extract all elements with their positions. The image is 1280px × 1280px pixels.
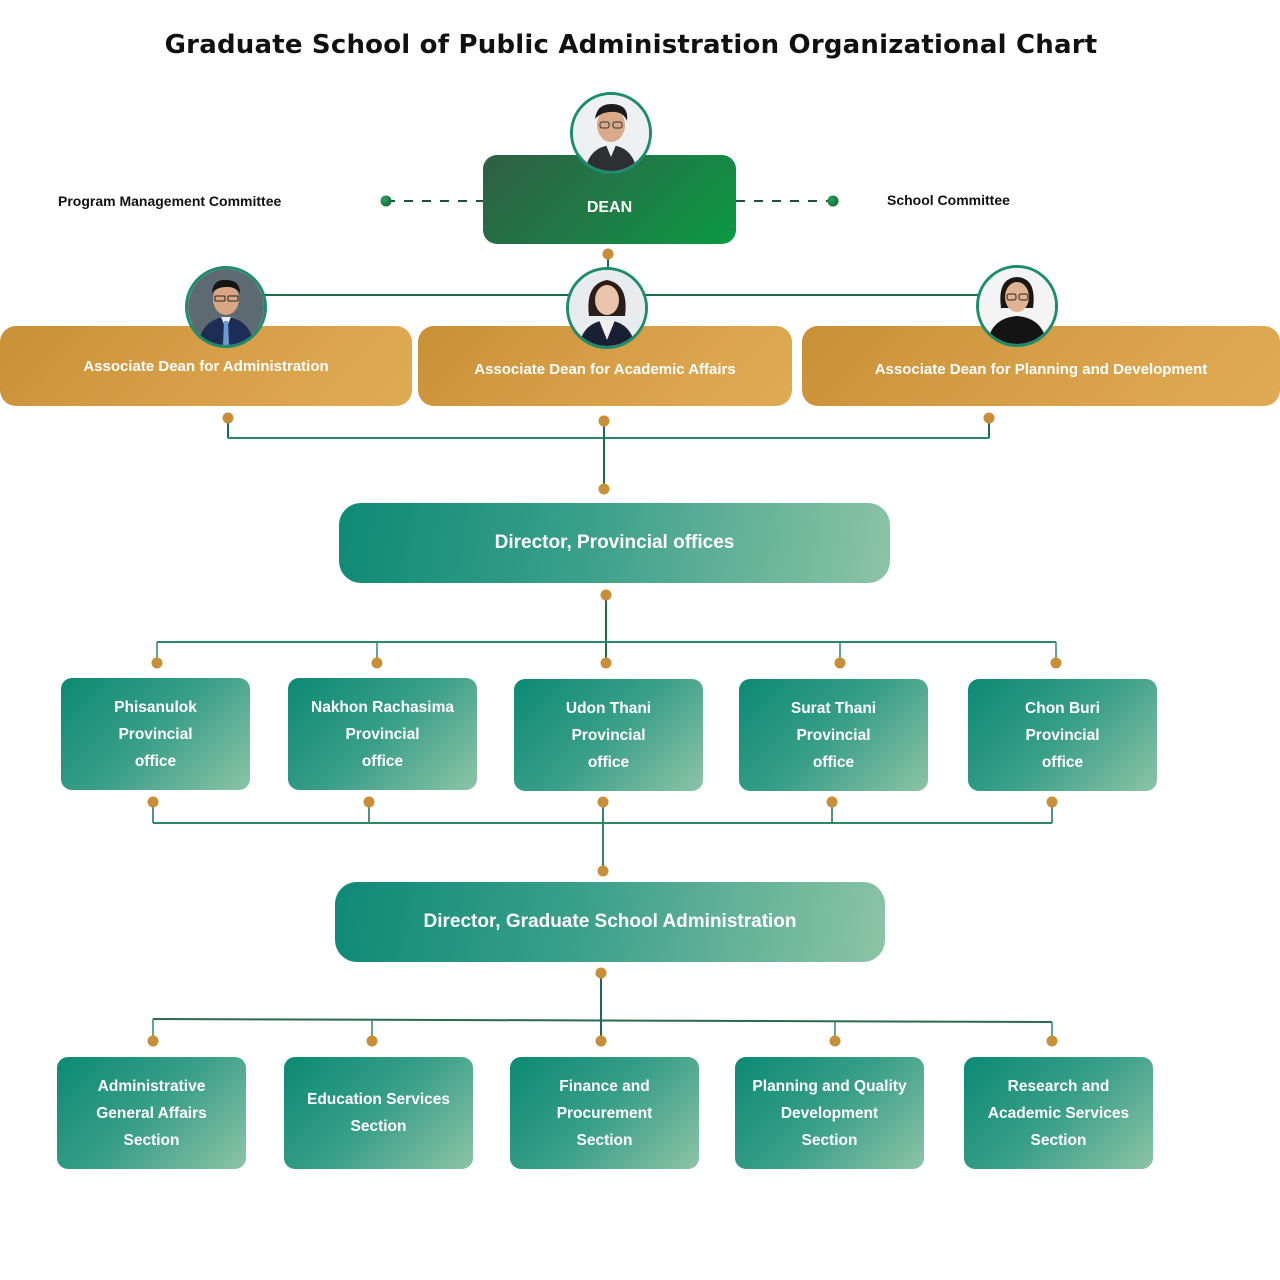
section-top-dot xyxy=(147,1035,159,1047)
section-line: General Affairs xyxy=(96,1104,207,1122)
person-photo-icon xyxy=(573,95,649,171)
section-line: Finance and xyxy=(559,1077,650,1095)
committee-dot-left xyxy=(380,195,392,207)
office-bottom-dot xyxy=(363,796,375,808)
school-committee-label: School Committee xyxy=(887,192,1010,208)
sections-bar xyxy=(152,1018,1053,1023)
office-line: Surat Thani xyxy=(790,699,877,717)
section-top-dot xyxy=(829,1035,841,1047)
section-line: Planning and Quality xyxy=(752,1077,907,1095)
associate-dot-1 xyxy=(222,412,234,424)
program-management-committee-label: Program Management Committee xyxy=(58,193,282,209)
director-admin-box[interactable]: Director, Graduate School Administration xyxy=(335,882,885,962)
section-line: Development xyxy=(780,1104,879,1122)
office-line: office xyxy=(812,753,855,771)
person-photo-icon xyxy=(979,268,1055,344)
office-line: Provincial xyxy=(118,725,193,743)
office-top-dot xyxy=(371,657,383,669)
section-line: Section xyxy=(801,1131,858,1149)
section-line: Section xyxy=(123,1131,180,1149)
section-line: Education Services xyxy=(306,1091,450,1108)
office-line: office xyxy=(587,753,630,771)
section-top-dot xyxy=(1046,1035,1058,1047)
office-line: Provincial xyxy=(571,726,646,744)
director-provincial-label: Director, Provincial offices xyxy=(494,532,735,553)
section-top-dot xyxy=(366,1035,378,1047)
committee-dot-right xyxy=(827,195,839,207)
director-provincial-top-dot xyxy=(598,483,610,495)
office-line: office xyxy=(1041,753,1084,771)
office-line: Chon Buri xyxy=(1025,699,1100,717)
associate-dean-administration-avatar xyxy=(185,266,267,348)
office-top-dot xyxy=(834,657,846,669)
office-line: Phisanulok xyxy=(114,698,197,716)
associate-dean-academic-label: Associate Dean for Academic Affairs xyxy=(474,360,736,378)
director-admin-bottom-dot xyxy=(595,967,607,979)
office-line: Udon Thani xyxy=(565,699,652,717)
office-line: Provincial xyxy=(1025,726,1100,744)
associate-dot-3 xyxy=(983,412,995,424)
director-provincial-box[interactable]: Director, Provincial offices xyxy=(339,503,890,583)
dean-connector-dot xyxy=(602,248,614,260)
office-bottom-dot xyxy=(597,796,609,808)
associate-dean-planning-label: Associate Dean for Planning and Developm… xyxy=(874,360,1208,378)
office-line: Provincial xyxy=(345,725,420,743)
associate-dot-2 xyxy=(598,415,610,427)
associate-dean-administration-label: Associate Dean for Administration xyxy=(83,357,329,375)
office-top-dot xyxy=(1050,657,1062,669)
dean-avatar xyxy=(570,92,652,174)
section-line: Administrative xyxy=(97,1077,206,1095)
section-line: Section xyxy=(1030,1131,1087,1149)
associate-dean-planning-avatar xyxy=(976,265,1058,347)
office-top-dot xyxy=(151,657,163,669)
director-admin-label: Director, Graduate School Administration xyxy=(423,911,797,932)
associate-dean-planning-box[interactable]: Associate Dean for Planning and Developm… xyxy=(802,326,1280,406)
section-line: Section xyxy=(350,1118,407,1135)
person-photo-icon xyxy=(569,270,645,346)
section-line: Research and xyxy=(1007,1077,1110,1095)
section-line: Section xyxy=(576,1131,633,1149)
section-line: Academic Services xyxy=(987,1104,1130,1122)
office-bottom-dot xyxy=(1046,796,1058,808)
office-line: Nakhon Rachasima xyxy=(311,698,454,716)
director-admin-top-dot xyxy=(597,865,609,877)
director-provincial-bottom-dot xyxy=(600,589,612,601)
dean-label: DEAN xyxy=(586,198,633,216)
section-line: Procurement xyxy=(556,1104,653,1122)
person-photo-icon xyxy=(188,269,264,345)
section-top-dot xyxy=(595,1035,607,1047)
associate-dean-academic-avatar xyxy=(566,267,648,349)
office-top-dot xyxy=(600,657,612,669)
office-bottom-dot xyxy=(826,796,838,808)
office-bottom-dot xyxy=(147,796,159,808)
office-line: office xyxy=(361,752,404,770)
chart-title: Graduate School of Public Administration… xyxy=(164,30,1098,60)
office-line: Provincial xyxy=(796,726,871,744)
office-line: office xyxy=(134,752,177,770)
